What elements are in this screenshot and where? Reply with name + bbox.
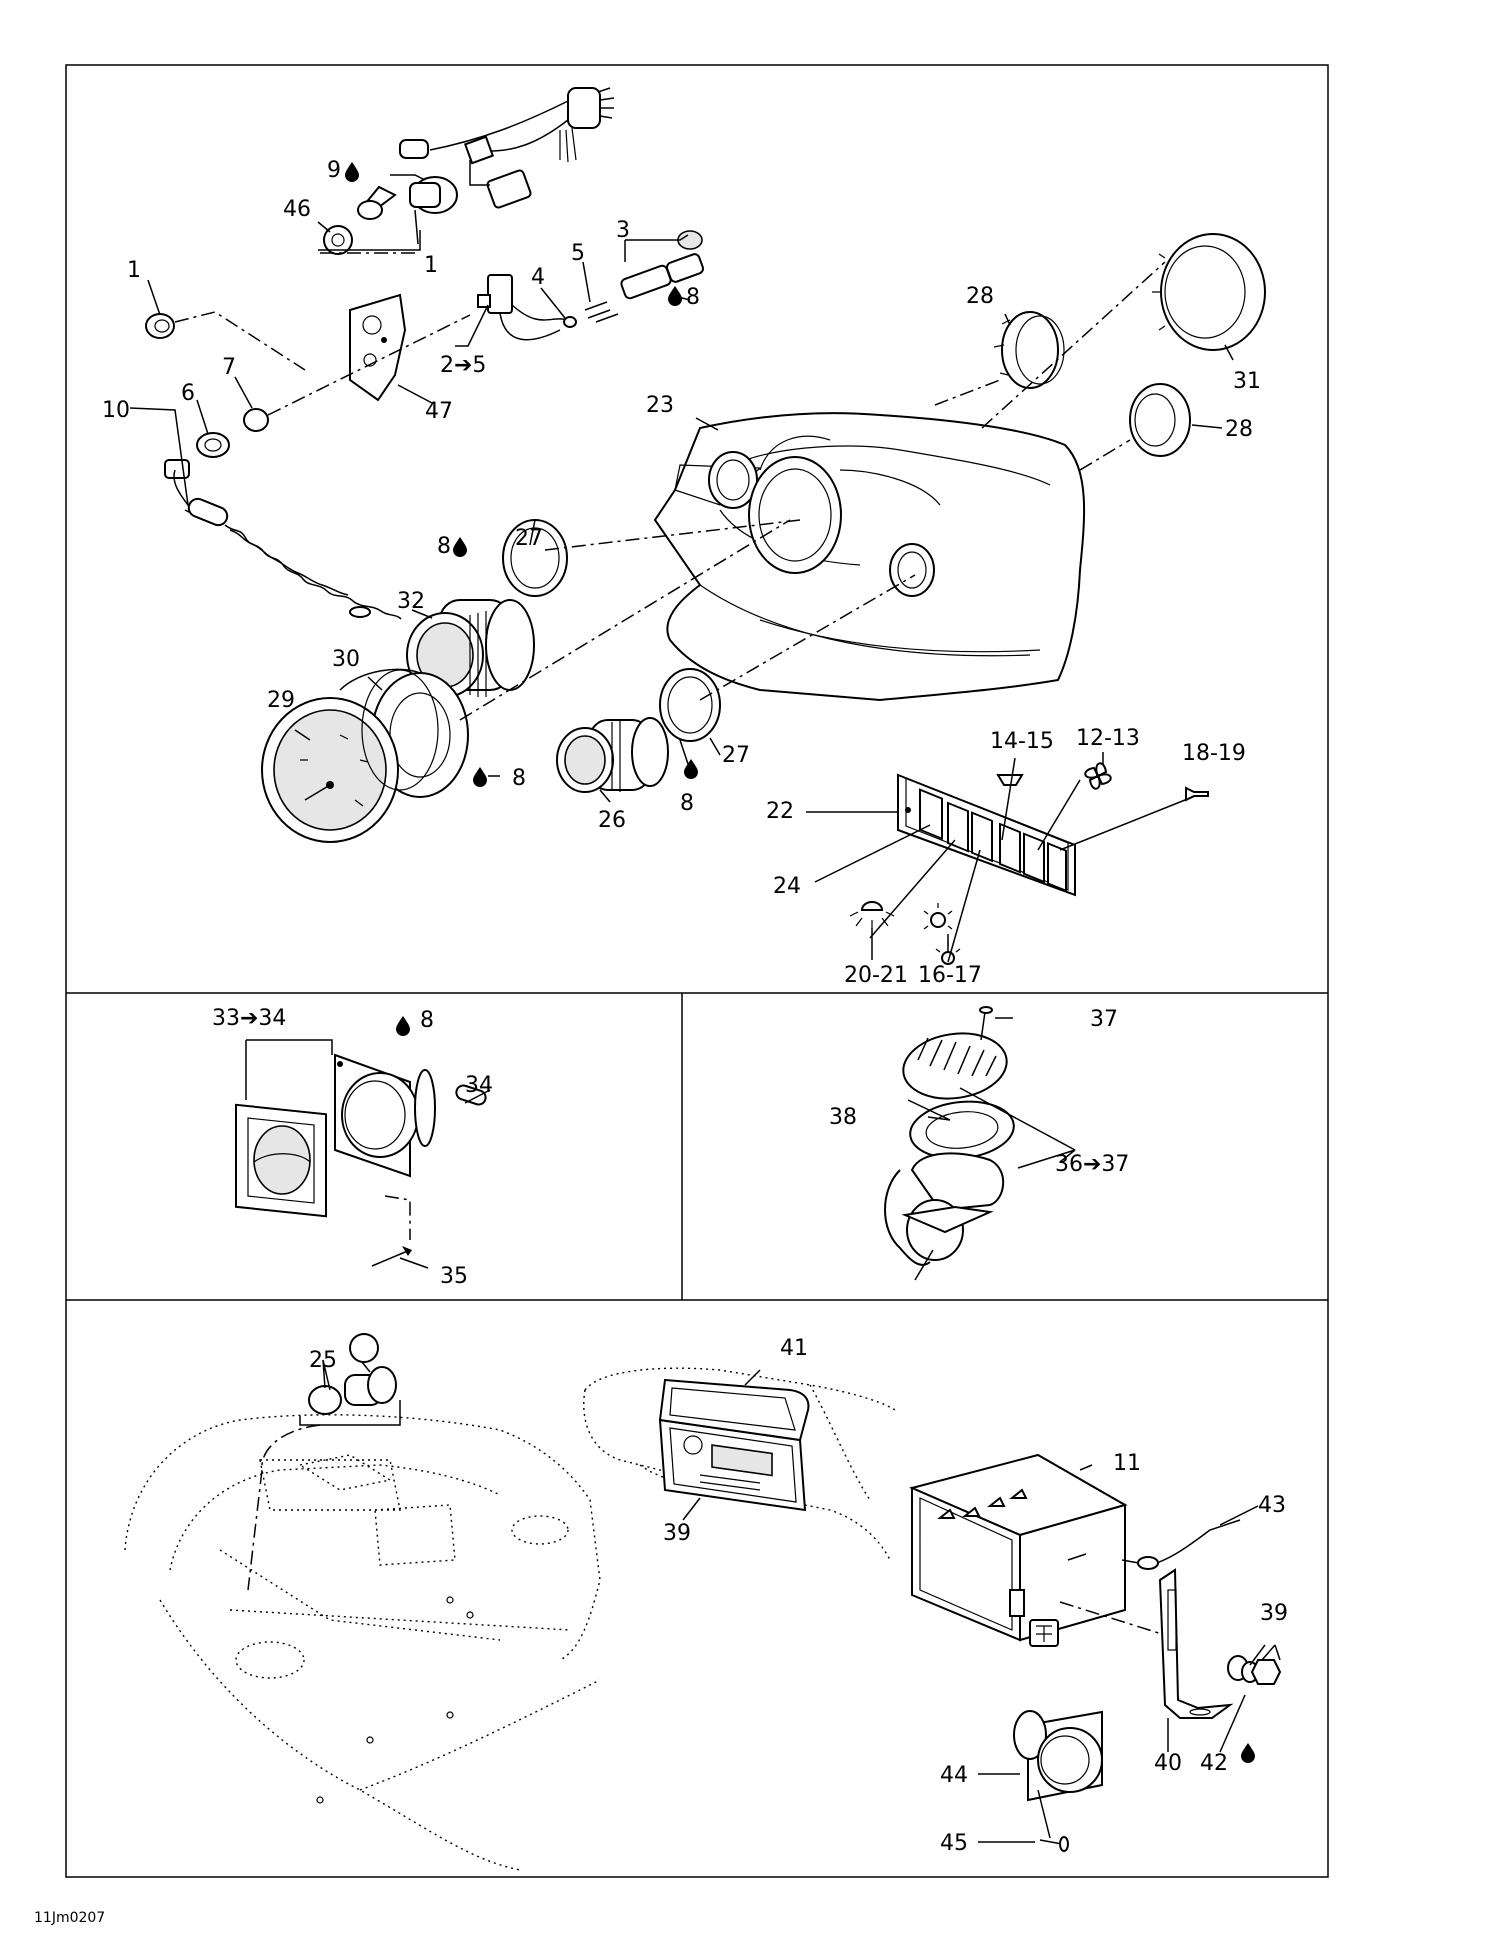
- label-part-40: 40: [1154, 1751, 1182, 1776]
- label-part-47: 47: [425, 399, 453, 424]
- label-part-8-speedo: 8: [512, 766, 526, 791]
- deck-dotted: [124, 1414, 601, 1871]
- speedometer-part-29: [261, 668, 469, 843]
- label-part-29: 29: [267, 688, 295, 713]
- horn-grille-part-36: [902, 1032, 1008, 1100]
- label-part-28-right: 28: [1225, 417, 1253, 442]
- label-part-22: 22: [766, 799, 794, 824]
- label-part-12-13: 12-13: [1076, 726, 1140, 751]
- label-part-26: 26: [598, 808, 626, 833]
- gauge-part-32: [406, 599, 535, 698]
- loctite-drop-icon: [396, 1016, 410, 1036]
- label-part-8-gauge: 8: [437, 534, 451, 559]
- bilge-pump-icon: [923, 903, 961, 965]
- label-part-45: 45: [940, 1831, 968, 1856]
- switch-panel-part-22: [897, 773, 1076, 897]
- label-part-34: 34: [465, 1073, 493, 1098]
- horn-part-36-body: [884, 1152, 1005, 1281]
- label-part-20-21: 20-21: [844, 963, 908, 988]
- connector-part-3: [584, 230, 704, 323]
- label-part-41: 41: [780, 1336, 808, 1361]
- loctite-drop-icon: [473, 767, 487, 787]
- label-part-14-15: 14-15: [990, 729, 1054, 754]
- rings-part-6-7: [196, 408, 269, 458]
- label-part-38: 38: [829, 1105, 857, 1130]
- label-part-9: 9: [327, 158, 341, 183]
- bushing-part-1: [145, 313, 175, 339]
- label-part-25: 25: [309, 1348, 337, 1373]
- screw-part-45: [1039, 1836, 1069, 1852]
- bezel-part-30: [361, 669, 439, 791]
- label-part-3: 3: [616, 218, 630, 243]
- switch-part-2-5: [477, 274, 577, 341]
- diagram-code: 11Jm0207: [34, 1910, 105, 1926]
- label-part-33-34: 33➔34: [212, 1006, 286, 1031]
- label-part-5: 5: [571, 241, 585, 266]
- lanyard-part-10: [164, 459, 402, 620]
- ignition-harness: [323, 87, 615, 255]
- power-outlet-part-25: [247, 1333, 401, 1591]
- label-part-8-mid: 8: [420, 1008, 434, 1033]
- label-part-30: 30: [332, 647, 360, 672]
- label-part-42: 42: [1200, 1751, 1228, 1776]
- label-part-8-small-gauge: 8: [680, 791, 694, 816]
- label-part-36-37: 36➔37: [1055, 1152, 1129, 1177]
- dashboard-console-part-23: [653, 412, 1086, 702]
- label-part-35: 35: [440, 1264, 468, 1289]
- label-part-10: 10: [102, 398, 130, 423]
- loctite-drop-icon: [345, 162, 359, 182]
- label-part-18-19: 18-19: [1182, 741, 1246, 766]
- radio-cover-part-41: [658, 1378, 810, 1442]
- gauge-housing-part-33: [235, 1053, 436, 1218]
- label-part-37: 37: [1090, 1007, 1118, 1032]
- diagram-frames: [65, 64, 1329, 1878]
- label-part-43: 43: [1258, 1493, 1286, 1518]
- outer-frame: [65, 64, 1329, 1878]
- label-part-46: 46: [283, 197, 311, 222]
- loctite-drop-icon: [453, 537, 467, 557]
- label-part-8-top: 8: [686, 285, 700, 310]
- label-part-1: 1: [424, 253, 438, 278]
- label-part-4: 4: [531, 265, 545, 290]
- label-part-39-radio: 39: [663, 1521, 691, 1546]
- loctite-drop-icon: [668, 286, 682, 306]
- label-part-2-5: 2➔5: [440, 353, 486, 378]
- label-part-27-top: 27: [515, 526, 543, 551]
- fan-icon: [1084, 762, 1112, 790]
- nut-part-28-right: [1129, 383, 1191, 457]
- label-part-1-left: 1: [127, 258, 141, 283]
- label-part-6: 6: [181, 381, 195, 406]
- adapter-plate-part-44: [1013, 1710, 1103, 1802]
- light-icon: [849, 901, 895, 929]
- loctite-drop-icon: [684, 759, 698, 779]
- ring-part-27-bottom: [659, 668, 721, 742]
- leader-lines: [129, 174, 1281, 1843]
- bracket-part-47: [349, 293, 407, 402]
- washers-part-39: [1227, 1655, 1282, 1685]
- nut-part-28-top: [993, 311, 1065, 389]
- label-part-39-washers: 39: [1260, 1601, 1288, 1626]
- label-part-11: 11: [1113, 1451, 1141, 1476]
- gauge-part-26: [556, 717, 669, 793]
- screw-part-37: [979, 1006, 993, 1041]
- radio-part-39: [658, 1418, 807, 1512]
- label-part-24: 24: [773, 874, 801, 899]
- rivet-part-35: [371, 1246, 412, 1267]
- label-part-31: 31: [1233, 369, 1261, 394]
- bracket-part-40: [1158, 1568, 1234, 1719]
- ring-part-27-top: [502, 519, 568, 597]
- label-part-32: 32: [397, 589, 425, 614]
- ring-nut-part-31: [1152, 233, 1266, 351]
- label-part-44: 44: [940, 1763, 968, 1788]
- compartment-part-11: [908, 1453, 1241, 1647]
- loctite-drop-icon: [1241, 1743, 1255, 1763]
- label-part-23: 23: [646, 393, 674, 418]
- navigation-light-icon: [996, 774, 1024, 786]
- label-part-28-top: 28: [966, 284, 994, 309]
- callout-labels: 9 46 1 1 3 5 4 8 2➔5 47 7 6 10 23 28 31 …: [34, 158, 1288, 1926]
- label-part-7: 7: [222, 355, 236, 380]
- label-part-27-bottom: 27: [722, 743, 750, 768]
- label-part-16-17: 16-17: [918, 963, 982, 988]
